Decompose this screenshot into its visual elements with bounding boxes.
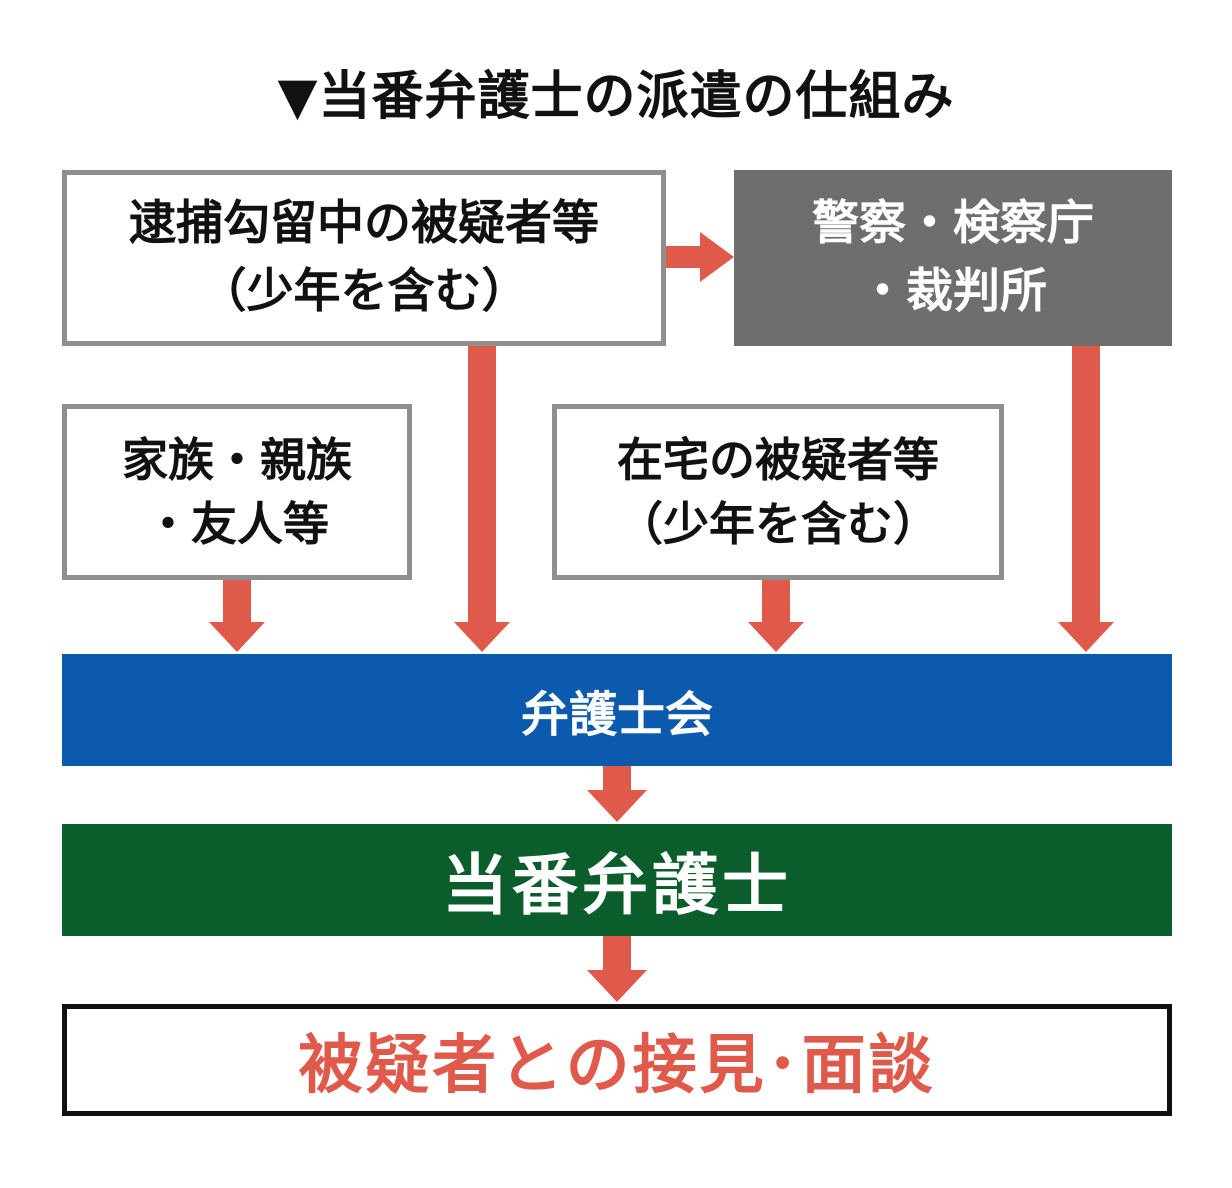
node-home-suspects: 在宅の被疑者等 （少年を含む）	[552, 404, 1004, 580]
node-arrested-line1: 逮捕勾留中の被疑者等	[129, 196, 599, 251]
node-bar-label: 弁護士会	[520, 687, 713, 743]
node-meeting-label: 被疑者との接見･面談	[298, 1029, 936, 1103]
node-family-friends: 家族・親族 ・友人等	[62, 404, 412, 580]
node-home-line1: 在宅の被疑者等	[617, 433, 939, 487]
node-arrested-suspects: 逮捕勾留中の被疑者等 （少年を含む）	[62, 170, 666, 346]
arrow-arrested-to-bar	[454, 346, 510, 652]
node-duty-label: 当番弁護士	[442, 847, 792, 924]
node-police-prosecutors-court: 警察・検察庁 ・裁判所	[734, 170, 1172, 346]
arrow-family-to-bar	[209, 580, 265, 652]
node-bar-association: 弁護士会	[62, 654, 1172, 766]
diagram-title: ▼当番弁護士の派遣の仕組み	[277, 67, 955, 127]
arrow-home-to-bar	[748, 580, 804, 652]
arrow-arrested-to-police	[666, 232, 734, 282]
arrow-bar-to-duty	[587, 766, 647, 822]
node-family-line1: 家族・親族	[122, 433, 352, 487]
node-family-line2: ・友人等	[145, 497, 329, 551]
node-police-line2: ・裁判所	[859, 264, 1047, 319]
node-police-line1: 警察・検察庁	[812, 196, 1094, 251]
node-duty-lawyer: 当番弁護士	[62, 824, 1172, 936]
arrow-police-to-bar	[1058, 346, 1114, 652]
node-arrested-line2: （少年を含む）	[199, 264, 529, 319]
node-suspect-meeting: 被疑者との接見･面談	[62, 1004, 1172, 1116]
arrow-duty-to-meeting	[587, 936, 647, 1002]
node-home-line2: （少年を含む）	[617, 497, 939, 551]
